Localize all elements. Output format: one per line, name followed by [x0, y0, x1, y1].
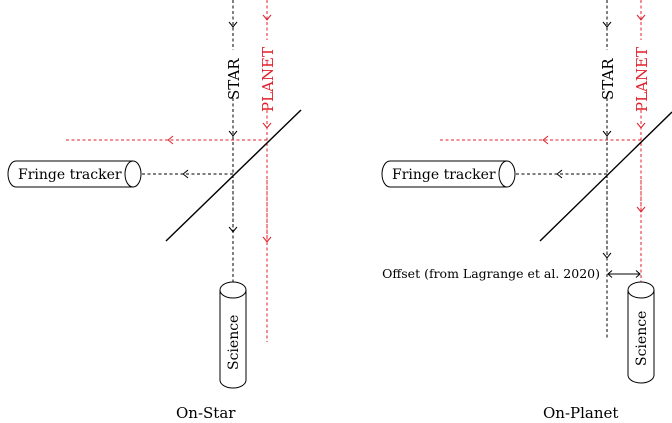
panel-caption-on-star: On-Star	[176, 404, 236, 422]
star-label: STAR	[225, 58, 243, 100]
science-label: Science	[634, 311, 650, 366]
offset-label: Offset (from Lagrange et al. 2020)	[382, 266, 600, 281]
fringe-tracker-cylinder: Fringe tracker	[7, 160, 142, 188]
panel-on-planet: STAR PLANET Fringe tracker Offset (from …	[381, 0, 672, 422]
science-cylinder: Science	[219, 281, 247, 389]
planet-label: PLANET	[633, 47, 651, 112]
fringe-tracker-label: Fringe tracker	[392, 167, 496, 183]
beam-splitter	[539, 111, 672, 242]
fringe-tracker-label: Fringe tracker	[18, 167, 122, 183]
fringe-tracker-cylinder: Fringe tracker	[381, 160, 516, 188]
science-cylinder: Science	[627, 281, 655, 384]
science-label: Science	[226, 315, 242, 370]
beam-splitter	[165, 109, 302, 242]
panel-caption-on-planet: On-Planet	[543, 404, 618, 422]
star-label: STAR	[599, 58, 617, 100]
planet-label: PLANET	[259, 47, 277, 112]
panel-on-star: STAR PLANET Fringe tracker Science On-St…	[7, 0, 302, 422]
